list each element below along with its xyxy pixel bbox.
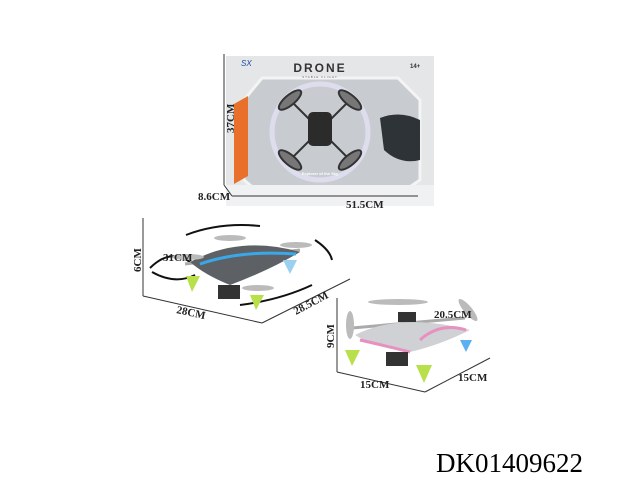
box-tagline: Explorer of the Sky — [302, 171, 339, 176]
box-height-label: 37CM — [225, 103, 237, 133]
drone-small-diagonal-label: 20.5CM — [434, 309, 472, 321]
drone-small-width-label: 15CM — [458, 372, 488, 384]
drone-large-width-label: 28.5CM — [292, 289, 331, 318]
box-brand-title: DRONE — [293, 61, 346, 75]
drone-large-diagonal-label: 31CM — [163, 252, 193, 264]
box-subtitle: STABLE FLIGHT — [302, 75, 338, 79]
box-width-label: 51.5CM — [346, 199, 384, 211]
orange-banner — [234, 96, 248, 184]
drone-small-dimension-lines — [336, 298, 491, 393]
package-box: DRONE STABLE FLIGHT 14+ Explorer of the … — [226, 56, 434, 206]
logo: SX — [241, 59, 252, 68]
drone-small-height-label: 9CM — [325, 324, 337, 348]
drone-large-length-label: 28CM — [175, 304, 207, 322]
drone-small-length-label: 15CM — [360, 379, 390, 391]
drone-large-height-label: 6CM — [132, 248, 144, 272]
box-depth-label: 8.6CM — [198, 191, 231, 203]
drone-large — [149, 224, 333, 310]
box-dimension-lines — [223, 54, 418, 197]
drone-large-dimension-lines — [142, 218, 351, 324]
drone-small — [345, 298, 478, 383]
box-age-label: 14+ — [410, 64, 421, 70]
product-code: DK01409622 — [436, 448, 583, 478]
